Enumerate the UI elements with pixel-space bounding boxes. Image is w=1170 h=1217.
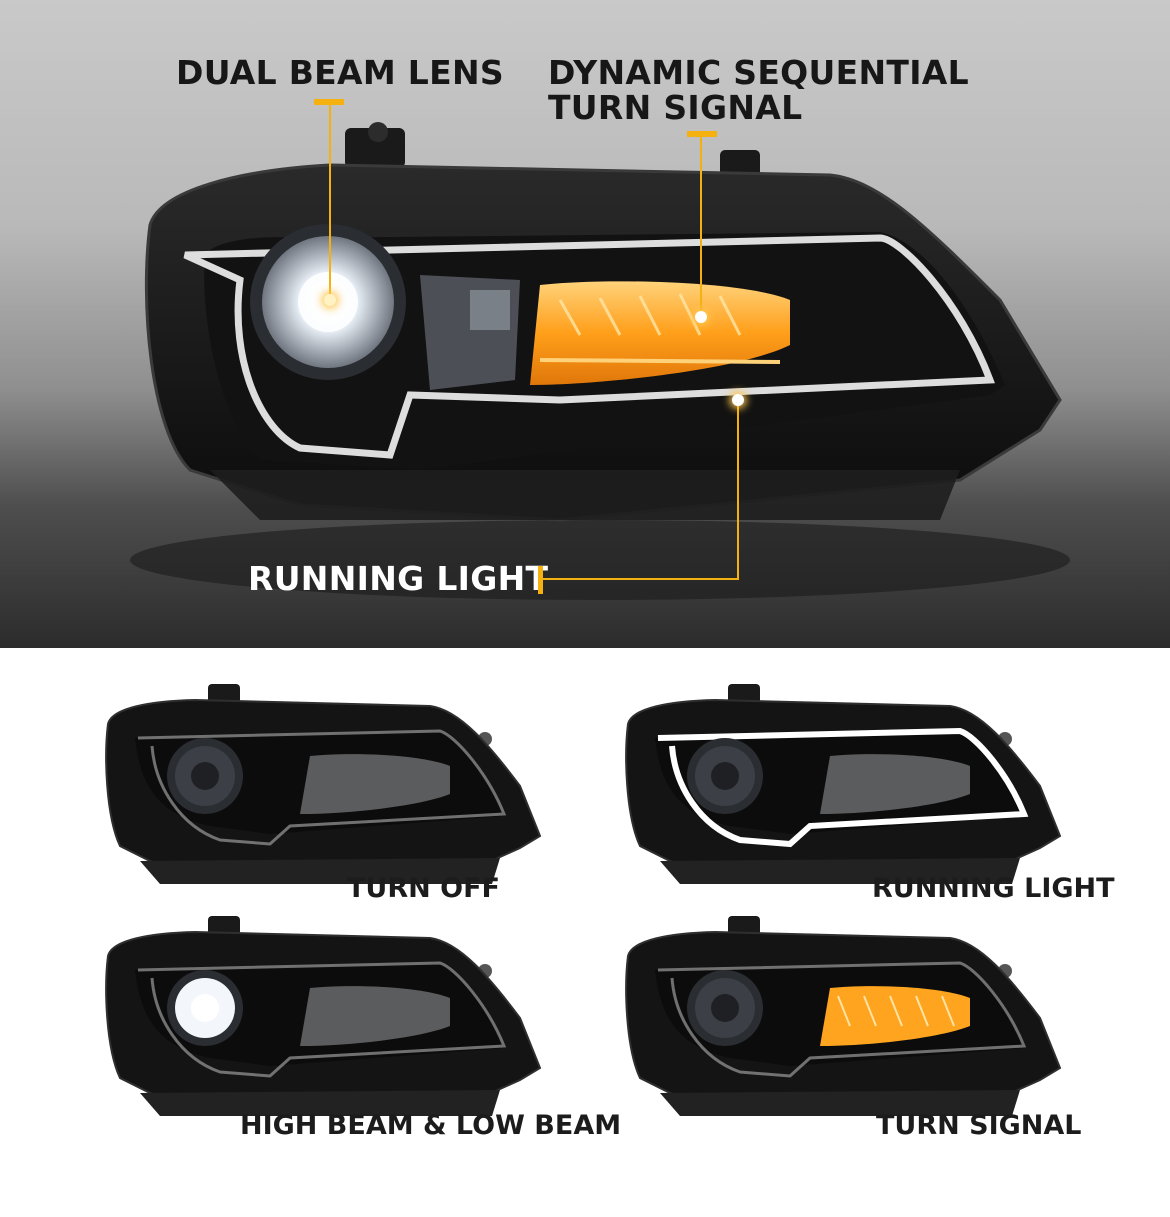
mode-turn-off-image	[100, 676, 550, 916]
mode-label-turn-signal: TURN SIGNAL	[876, 1110, 1082, 1141]
running-light-leader-horizontal	[543, 578, 739, 580]
dual-beam-marker-dot	[324, 294, 336, 306]
turn-signal-leader-line	[700, 137, 702, 317]
mode-turn-signal-image	[620, 908, 1080, 1188]
running-light-leader-vertical	[737, 400, 739, 579]
hero-headlight-image	[130, 122, 1070, 600]
lighting-modes-grid	[0, 648, 1170, 1217]
running-light-label: RUNNING LIGHT	[248, 559, 549, 598]
mode-running-light-image	[620, 676, 1070, 916]
headlight-drawing	[105, 916, 542, 1116]
headlight-drawing	[105, 684, 542, 884]
running-light-leader-cap	[538, 566, 543, 594]
headlight-drawing	[625, 916, 1062, 1116]
dynamic-turn-signal-label: DYNAMIC SEQUENTIAL TURN SIGNAL	[548, 53, 969, 127]
dual-beam-leader-line	[329, 105, 331, 300]
mode-label-running-light: RUNNING LIGHT	[872, 873, 1115, 904]
turn-signal-leader-cap	[687, 131, 717, 137]
mode-label-high-low-beam: HIGH BEAM & LOW BEAM	[240, 1110, 622, 1141]
dynamic-turn-signal-line1: DYNAMIC SEQUENTIAL	[548, 53, 969, 92]
headlight-drawing	[625, 684, 1062, 884]
running-light-marker-dot	[732, 394, 744, 406]
dynamic-turn-signal-line2: TURN SIGNAL	[548, 87, 803, 127]
dual-beam-lens-label: DUAL BEAM LENS	[176, 53, 504, 92]
dual-beam-leader-cap	[314, 99, 344, 105]
mode-high-low-beam-image	[100, 908, 580, 1188]
turn-signal-marker-dot	[695, 311, 707, 323]
hero-banner: DUAL BEAM LENS DYNAMIC SEQUENTIAL TURN S…	[0, 0, 1170, 648]
mode-label-turn-off: TURN OFF	[347, 873, 500, 904]
